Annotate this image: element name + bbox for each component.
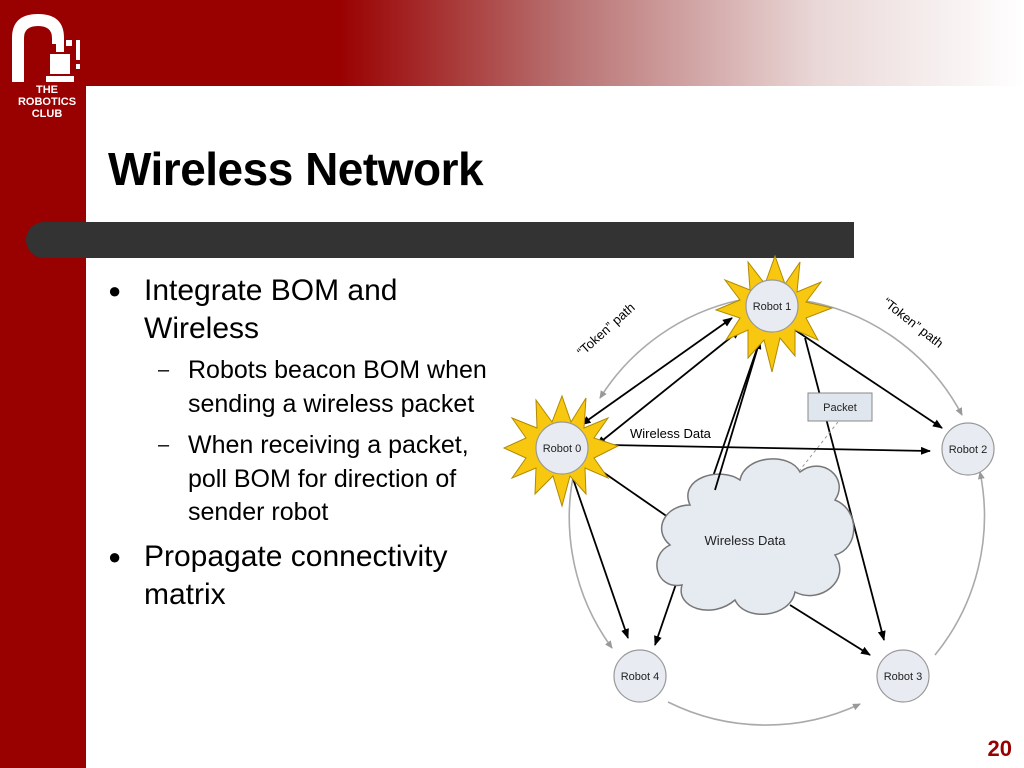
robot-label: Robot 0 (543, 443, 582, 455)
token-path-label-right: “Token” path (880, 295, 946, 351)
logo-text-the: THE (36, 84, 58, 96)
left-band (0, 0, 86, 768)
robotics-club-logo: THE ROBOTICS CLUB (4, 8, 84, 120)
data-links-front (714, 339, 762, 491)
cloud-label: Wireless Data (705, 533, 787, 548)
bullet-text: Propagate connectivity matrix (144, 539, 448, 611)
network-diagram: Wireless Data Packet Wireless Data “Toke… (502, 254, 995, 726)
bullet-item: ● Propagate connectivity matrix (104, 538, 504, 614)
robot-node: Robot 1 (745, 279, 799, 333)
page-number: 20 (987, 736, 1012, 761)
title-underline-bar (26, 222, 854, 258)
logo-text-club: CLUB (31, 108, 63, 120)
packet-label: Packet (823, 402, 857, 414)
packet-trail (799, 421, 839, 471)
bullet-dot-icon: ● (108, 278, 122, 303)
sub-bullet-text: When receiving a packet, poll BOM for di… (188, 431, 469, 526)
slide-title: Wireless Network (108, 143, 484, 195)
bullet-text: Integrate BOM and Wireless (144, 274, 398, 345)
robot-label: Robot 2 (949, 444, 988, 456)
sub-bullet-item: – When receiving a packet, poll BOM for … (104, 429, 504, 530)
bullet-dot-icon: ● (108, 543, 122, 569)
wireless-cloud: Wireless Data (656, 458, 855, 615)
header-band (0, 0, 1024, 86)
robot-label: Robot 1 (753, 301, 792, 313)
dash-icon: – (158, 359, 170, 381)
robot-label: Robot 3 (884, 671, 923, 683)
robot-node: Robot 2 (941, 422, 995, 476)
robot-node: Robot 4 (613, 649, 667, 703)
token-path-label-left: “Token” path (574, 300, 638, 360)
logo-text-robotics: ROBOTICS (17, 96, 77, 108)
dash-icon: – (158, 434, 170, 456)
packet-box: Packet (807, 392, 873, 422)
wireless-data-label: Wireless Data (630, 426, 712, 441)
robot-node: Robot 0 (535, 421, 589, 475)
robot-label: Robot 4 (621, 671, 660, 683)
sub-bullet-item: – Robots beacon BOM when sending a wirel… (104, 354, 504, 421)
bullet-list: ● Integrate BOM and Wireless – Robots be… (104, 272, 504, 620)
robot-node: Robot 3 (876, 649, 930, 703)
bullet-item: ● Integrate BOM and Wireless (104, 272, 504, 348)
sub-bullet-text: Robots beacon BOM when sending a wireles… (188, 356, 487, 418)
castle-icon (12, 14, 80, 82)
